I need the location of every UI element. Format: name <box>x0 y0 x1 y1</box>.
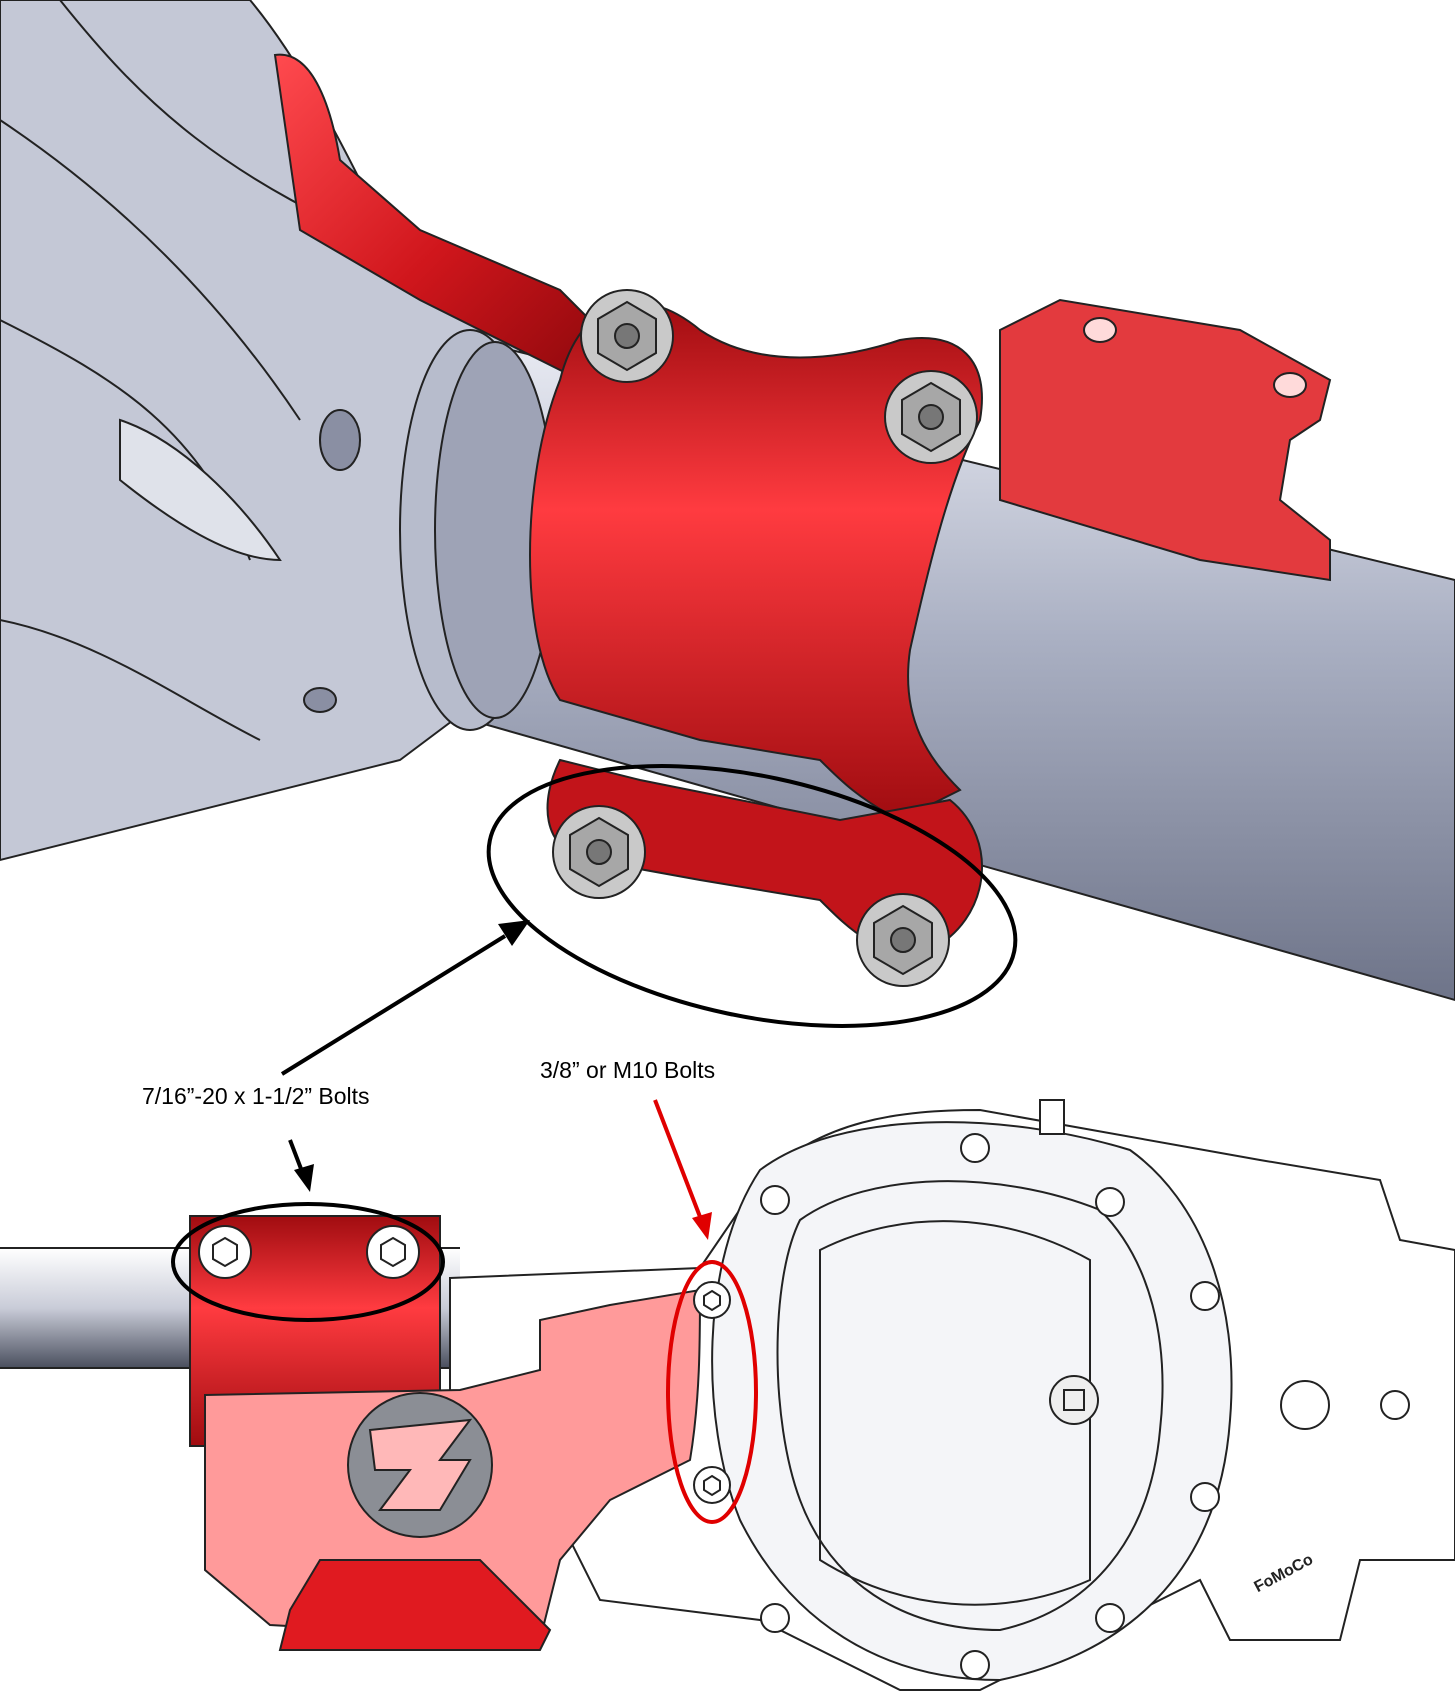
bracket-lower-foot <box>278 1559 552 1651</box>
diff-cover-dome <box>819 1220 1091 1606</box>
flange-hole-2 <box>1273 372 1307 398</box>
callout-label-diff-bolts: 3/8” or M10 Bolts <box>540 1057 716 1083</box>
arrowhead-bottom-left <box>294 1164 314 1192</box>
bottom-front-view <box>0 1099 1455 1691</box>
fill-plug <box>1049 1375 1099 1425</box>
callout-ellipse-diff-bolts <box>666 1260 758 1524</box>
bolt-bottom-left <box>552 805 646 899</box>
right-mount-eye <box>1280 1380 1330 1430</box>
bolt-top-right <box>884 370 978 464</box>
callout-label-clamp-bolts: 7/16”-20 x 1-1/2” Bolts <box>142 1083 370 1109</box>
clamp-bolt-right <box>366 1225 420 1279</box>
diff-cover-bolts <box>760 1133 1220 1680</box>
bracket-clamp-body <box>529 301 983 822</box>
housing-rib-1 <box>0 119 301 421</box>
housing-hole <box>319 409 361 471</box>
housing-fin <box>119 418 282 562</box>
diff-bolt-lower <box>693 1466 731 1504</box>
breather-fitting <box>1039 1099 1065 1135</box>
callout-ellipse-lower-bolts <box>486 764 1018 1028</box>
clamp-bolt-left <box>198 1225 252 1279</box>
diff-bolt-upper <box>693 1281 731 1319</box>
top-isometric-view <box>0 0 1455 1002</box>
brand-logo-mark <box>368 1418 473 1511</box>
callout-ellipse-clamp-bolts <box>171 1202 445 1322</box>
callout-arrow-to-ellipse <box>280 934 507 1076</box>
arrowhead-top <box>498 920 530 946</box>
bolt-top-left <box>580 289 674 383</box>
bracket-right-flange <box>999 298 1332 582</box>
housing-rib-4 <box>0 619 261 741</box>
housing-hole-small <box>303 687 337 713</box>
diff-cover-inner <box>776 1180 1164 1632</box>
bolt-bottom-right <box>856 893 950 987</box>
arrowhead-red <box>692 1212 712 1240</box>
flange-hole-1 <box>1083 317 1117 343</box>
fill-plug-square <box>1063 1389 1085 1411</box>
callout-arrow-red <box>653 1099 704 1223</box>
right-mount-hole <box>1380 1390 1410 1420</box>
